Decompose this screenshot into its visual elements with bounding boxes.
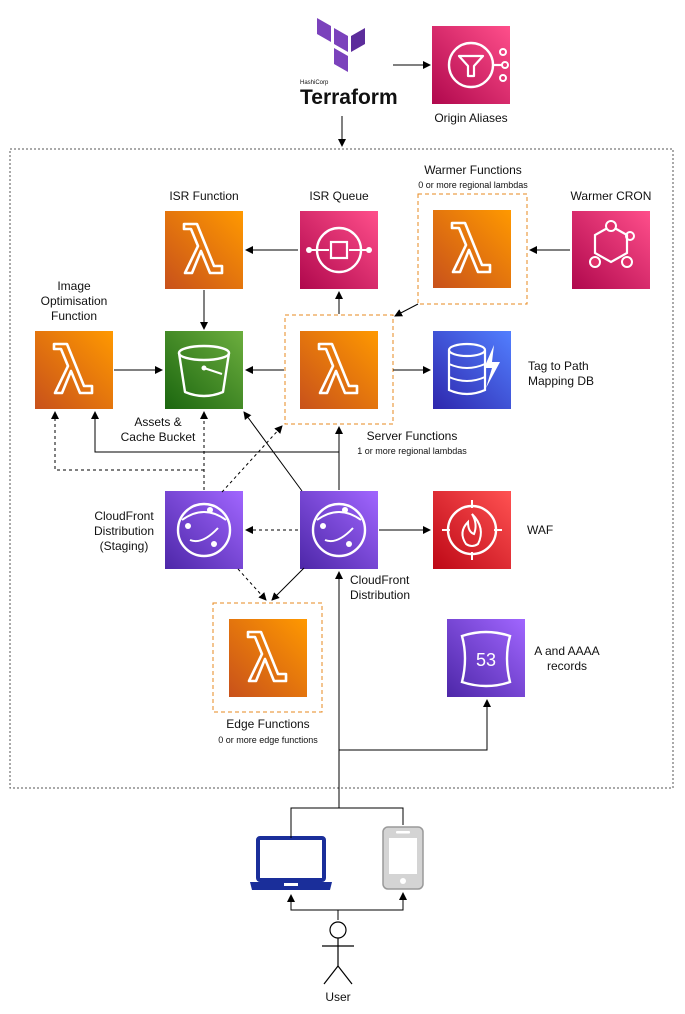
isr-queue-label: ISR Queue	[309, 189, 369, 203]
assets-bucket-icon	[165, 331, 243, 409]
edge-functions-sub: 0 or more edge functions	[218, 735, 318, 745]
origin-aliases-label: Origin Aliases	[434, 111, 508, 125]
origin-aliases-icon	[432, 26, 510, 104]
server-functions-sub: 1 or more regional lambdas	[357, 446, 467, 456]
cf-staging-label-3: (Staging)	[99, 539, 149, 553]
connectors	[91, 61, 570, 920]
cf-staging-label-2: Distribution	[93, 524, 155, 538]
edge-functions-group	[212, 602, 323, 713]
cf-staging-label-1: CloudFront	[94, 509, 154, 523]
tag-path-label-2: Mapping DB	[528, 374, 595, 388]
cf-label-1: CloudFront	[350, 573, 410, 587]
assets-label-1: Assets &	[134, 415, 182, 429]
user-label: User	[325, 990, 351, 1004]
warmer-lambda-icon	[433, 210, 511, 288]
waf-label: WAF	[527, 523, 554, 537]
terraform-logo-icon	[317, 18, 365, 72]
aws-boundary	[9, 148, 674, 789]
warmer-functions-label: Warmer Functions	[424, 163, 522, 177]
warmer-functions-sub: 0 or more regional lambdas	[418, 180, 528, 190]
user-icon	[322, 921, 354, 985]
laptop-icon	[250, 836, 332, 890]
edge-functions-label: Edge Functions	[226, 717, 310, 731]
cloudfront-staging-icon	[165, 491, 243, 569]
a-records-label-2: records	[546, 659, 587, 673]
route53-number: 53	[476, 650, 496, 670]
dashed-connectors	[51, 411, 298, 601]
image-opt-label-2: Optimisation	[40, 294, 108, 308]
terraform-brand: Terraform	[300, 86, 398, 109]
warmer-functions-group	[417, 193, 528, 305]
assets-label-2: Cache Bucket	[120, 430, 196, 444]
warmer-cron-label: Warmer CRON	[570, 189, 652, 203]
terraform-brand-small: HashiCorp	[300, 80, 329, 86]
cf-label-2: Distribution	[350, 588, 411, 602]
image-opt-label-1: Image	[57, 279, 91, 293]
isr-function-label: ISR Function	[169, 189, 239, 203]
waf-icon	[433, 491, 511, 569]
tag-mapping-db-icon	[433, 331, 511, 409]
image-opt-label-3: Function	[50, 309, 98, 323]
cloudfront-icon	[300, 491, 378, 569]
a-records-label-1: A and AAAA	[534, 644, 600, 658]
tag-path-label-1: Tag to Path	[528, 359, 589, 373]
image-optimisation-lambda-icon	[35, 331, 113, 409]
server-functions-label: Server Functions	[366, 429, 458, 443]
edge-lambda-icon	[229, 619, 307, 697]
warmer-cron-icon	[572, 211, 650, 289]
server-lambda-icon	[300, 331, 378, 409]
isr-function-lambda-icon	[165, 211, 243, 289]
isr-queue-icon	[300, 211, 378, 289]
phone-icon	[382, 826, 424, 890]
route53-icon	[447, 619, 525, 697]
